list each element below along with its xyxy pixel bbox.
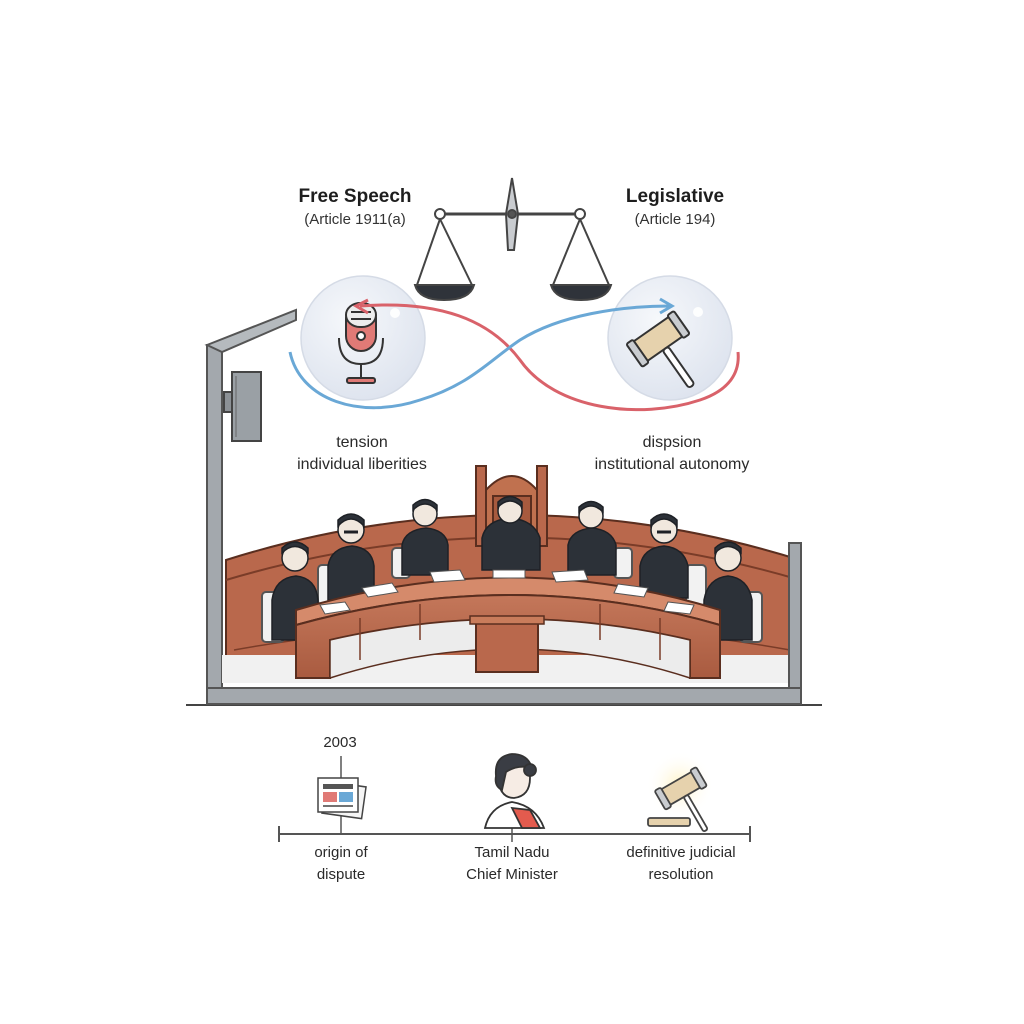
judge-5 <box>567 500 617 576</box>
timeline-point-resolution-line2: resolution <box>648 866 714 883</box>
timeline-point-chief-minister-line1: Tamil Nadu <box>474 844 550 861</box>
tension-label: tension <box>336 434 388 451</box>
loudspeaker-icon <box>223 371 262 442</box>
courtroom-scene <box>186 465 822 706</box>
free-speech-title: Free Speech <box>298 186 412 207</box>
dispersion-label: dispsion <box>642 434 702 451</box>
judge-2 <box>327 513 375 601</box>
glowing-gavel-icon <box>646 751 714 833</box>
timeline-point-origin-line1: origin of <box>314 844 368 861</box>
individual-liberties-label: individual liberities <box>297 456 427 473</box>
legislative-article: (Article 194) <box>634 211 716 228</box>
gavel-icon <box>626 310 695 388</box>
timeline-point-chief-minister: Tamil Nadu Chief Minister <box>432 842 592 886</box>
woman-portrait-icon <box>483 753 546 829</box>
judge-6 <box>639 513 689 599</box>
judges <box>271 495 753 641</box>
judge-3 <box>401 498 449 576</box>
speaker-pole <box>204 308 297 706</box>
legislative-title: Legislative <box>625 186 725 207</box>
free-speech-article: (Article 1911(a) <box>304 211 406 228</box>
timeline-point-origin-line2: dispute <box>316 866 366 883</box>
timeline-point-origin: origin of dispute <box>271 842 411 886</box>
timeline-point-resolution-line1: definitive judicial <box>626 844 736 861</box>
blue-curve-arrowhead <box>659 297 675 315</box>
blue-tension-curve <box>288 304 671 410</box>
timeline-point-chief-minister-line2: Chief Minister <box>466 866 558 883</box>
microphone-icon <box>338 302 384 384</box>
newspaper-icon <box>317 777 367 820</box>
red-curve-arrowhead <box>352 298 369 315</box>
judge-chief <box>481 495 541 571</box>
scales-icon <box>413 177 613 302</box>
timeline-year: 2003 <box>323 734 357 751</box>
timeline-point-resolution: definitive judicial resolution <box>596 842 766 886</box>
institutional-autonomy-label: institutional autonomy <box>594 456 750 473</box>
red-tension-curve <box>359 303 740 412</box>
